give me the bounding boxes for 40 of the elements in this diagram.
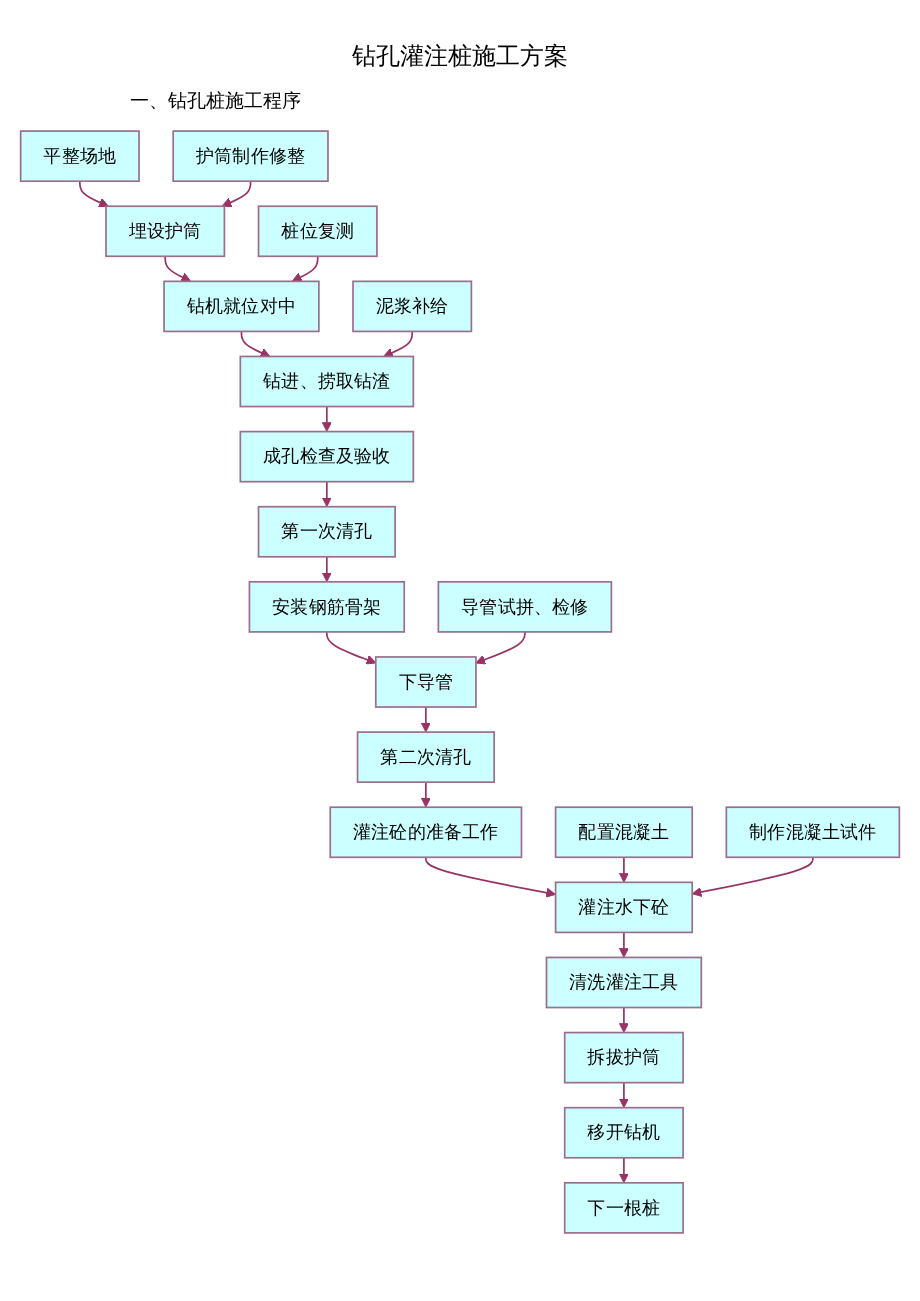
diagram-title: 钻孔灌注桩施工方案 xyxy=(351,41,569,72)
node-box: 移开钻机 xyxy=(563,1106,684,1159)
arrow xyxy=(618,1156,629,1184)
arrow xyxy=(618,1006,629,1033)
node-box: 平整场地 xyxy=(19,130,140,183)
arrow xyxy=(321,555,332,583)
node-box: 钻机就位对中 xyxy=(163,280,320,333)
node-box: 制作混凝土试件 xyxy=(725,806,901,859)
node-box: 埋设护筒 xyxy=(105,205,226,258)
section-heading: 一、钻孔桩施工程序 xyxy=(130,88,302,113)
node-box: 钻进、捞取钻渣 xyxy=(239,355,415,408)
arrow xyxy=(383,330,414,358)
arrow xyxy=(618,856,629,883)
node-box: 灌注水下砼 xyxy=(554,881,694,934)
node-box: 护筒制作修整 xyxy=(172,130,329,183)
arrow xyxy=(618,931,629,958)
arrow xyxy=(164,255,192,282)
node-box: 灌注砼的准备工作 xyxy=(329,806,523,859)
arrow xyxy=(221,180,252,208)
node-box: 第二次清孔 xyxy=(356,731,495,783)
arrow xyxy=(321,405,332,433)
arrow xyxy=(420,706,431,733)
node-box: 安装钢筋骨架 xyxy=(248,581,406,633)
arrow xyxy=(291,255,319,282)
node-box: 配置混凝土 xyxy=(554,806,694,859)
node-box: 下导管 xyxy=(374,656,477,708)
node-box: 下一根桩 xyxy=(563,1181,684,1234)
node-box: 导管试拼、检修 xyxy=(437,581,613,633)
node-box: 第一次清孔 xyxy=(257,505,396,558)
arrow xyxy=(321,480,332,508)
arrow xyxy=(618,1081,629,1109)
arrow xyxy=(240,330,271,358)
arrow xyxy=(475,631,526,665)
node-box: 成孔检查及验收 xyxy=(239,430,415,483)
node-box: 泥浆补给 xyxy=(352,280,473,333)
node-box: 拆拔护筒 xyxy=(563,1031,684,1084)
arrow xyxy=(79,180,109,208)
node-box: 清洗灌注工具 xyxy=(545,956,703,1009)
node-box: 桩位复测 xyxy=(257,205,378,258)
arrow xyxy=(420,781,431,808)
